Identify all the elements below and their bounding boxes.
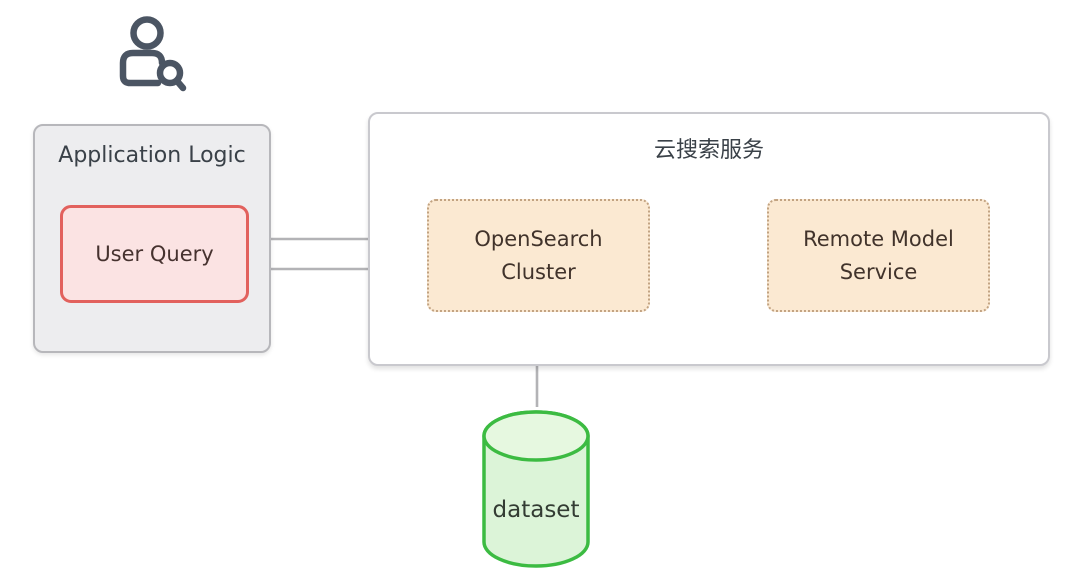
cloud-search-service-box: 云搜索服务 OpenSearch Cluster Remote Model Se… [368,112,1050,366]
remote-model-service-node: Remote Model Service [767,199,990,312]
dataset-label: dataset [492,497,580,523]
user-search-icon [106,12,190,96]
user-query-label: User Query [95,242,214,266]
application-logic-box: Application Logic User Query [33,124,271,353]
cloud-search-service-title: 云搜索服务 [653,138,764,163]
remote-model-service-label: Remote Model Service [803,226,954,284]
opensearch-cluster-node: OpenSearch Cluster [427,199,650,312]
opensearch-cluster-label: OpenSearch Cluster [474,226,603,284]
application-logic-title: Application Logic [58,143,246,168]
dataset-cylinder: dataset [481,409,591,569]
user-query-node: User Query [60,205,249,303]
cylinder-top [482,410,590,462]
